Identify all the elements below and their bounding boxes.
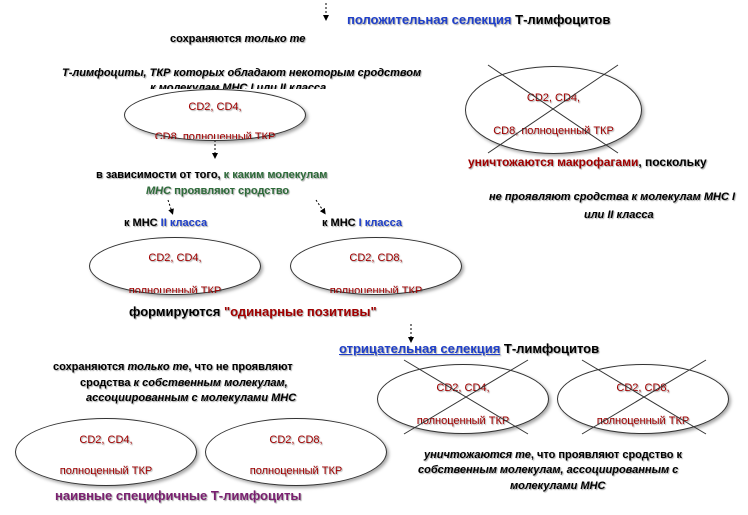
ellipse-top-label: CD2, CD4, [526, 92, 581, 104]
ellipse-top-label: CD2, CD8, [616, 382, 670, 394]
positive-selection-title: положительная селекция Т-лимфоцитов [347, 12, 610, 27]
single-positives-line: формируются "одинарные позитивы" [129, 304, 377, 319]
keep-only-b: только те [244, 33, 306, 45]
ellipse-bottom-label: полноценный ТКР [596, 415, 690, 427]
cell-ellipse-deleted-cd4: CD2, CD4, полноценный ТКР [377, 364, 549, 434]
destroyed-macrophages-red: уничтожаются макрофагами [468, 155, 639, 169]
ellipse-top-label: CD2, CD4, [188, 101, 242, 113]
ellipse-top-label: CD2, CD4, [79, 434, 133, 446]
negative-selection-word: отрицательная селекция [339, 341, 501, 356]
ellipse-top-label: CD2, CD4, [148, 252, 202, 264]
neg-destroy-1a: уничтожаются те [424, 449, 531, 461]
class2-label: к МНС II класса [124, 217, 207, 230]
class2-b: II класса [160, 217, 208, 229]
neg-keep-1a: сохраняются [53, 361, 128, 373]
cell-ellipse-naive-cd4: CD2, CD4, полноценный ТКР [15, 418, 197, 486]
negative-selection-tail: Т-лимфоцитов [500, 341, 600, 356]
depend-b: к каким молекулам [223, 169, 328, 181]
tcr-affinity-line-2: к молекулам МНС I или II класса [150, 82, 327, 89]
depend-line-1: в зависимости от того, к каким молекулам [96, 169, 327, 182]
cell-ellipse-cd8-single: CD2, CD8, полноценный ТКР [290, 237, 462, 295]
depend-line-2: МНС проявляют сродство [146, 185, 289, 198]
ellipse-bottom-label: полноценный ТКР [416, 415, 510, 427]
form-b: "одинарные позитивы" [223, 304, 377, 319]
ellipse-top-label: CD2, CD8, [349, 252, 403, 264]
ellipse-bottom-label: CD8, полноценный ТКР [493, 125, 614, 137]
neg-destroy-1b: , что проявляют сродство к [530, 449, 682, 461]
ellipse-bottom-label: полноценный ТКР [128, 285, 222, 293]
class2-a: к МНС [124, 217, 161, 229]
cell-ellipse-naive-cd8: CD2, CD8, полноценный ТКР [205, 418, 387, 486]
positive-selection-tail: Т-лимфоцитов [511, 12, 611, 27]
cell-ellipse-cd4-single: CD2, CD4, полноценный ТКР [89, 237, 261, 295]
neg-keep-1b: только те [127, 361, 189, 373]
neg-keep-1c: , что не проявляют [188, 361, 293, 373]
negative-selection-title: отрицательная селекция Т-лимфоцитов [339, 341, 599, 356]
neg-keep-line-1: сохраняются только те, что не проявляют [53, 361, 293, 374]
keep-only-a: сохраняются [170, 33, 245, 45]
neg-destroy-line-1: уничтожаются те, что проявляют сродство … [424, 449, 682, 462]
ellipse-bottom-label: полноценный ТКР [329, 285, 423, 293]
neg-destroy-line-3: молекулами МНС [510, 480, 606, 492]
ellipse-bottom-label: полноценный ТКР [249, 465, 343, 477]
naive-t-cells-label: наивные специфичные Т-лимфоциты [55, 488, 302, 503]
cell-ellipse-destroyed-macrophages: CD2, CD4, CD8, полноценный ТКР [465, 66, 642, 154]
neg-keep-line-2: сродства к собственным молекулам, [80, 377, 288, 390]
neg-keep-2b: к собственным молекулам, [133, 377, 288, 389]
no-affinity-line-2: или II класса [584, 209, 654, 221]
neg-keep-line-3: ассоциированным с молекулами МНС [86, 392, 297, 404]
no-affinity-line-1: не проявляют сродства к молекулам МНС I [489, 191, 735, 203]
tcr-affinity-line: Т-лимфоциты, ТКР которых обладают некото… [62, 67, 422, 79]
arrow-to-class1 [315, 199, 326, 215]
cell-ellipse-deleted-cd8: CD2, CD8, полноценный ТКР [557, 364, 729, 434]
class1-a: к МНС [322, 217, 359, 229]
destroyed-macrophages-line: уничтожаются макрофагами, поскольку [468, 155, 707, 169]
cell-ellipse-double-positive: CD2, CD4, CD8, полноценный ТКР [124, 89, 306, 141]
destroyed-macrophages-tail: , поскольку [638, 155, 707, 169]
depend-c: МНС [146, 185, 172, 197]
ellipse-bottom-label: полноценный ТКР [59, 465, 153, 477]
positive-selection-word: положительная селекция [347, 12, 512, 27]
ellipse-top-label: CD2, CD8, [269, 434, 323, 446]
depend-d: проявляют сродство [171, 185, 290, 197]
form-a: формируются [129, 304, 224, 319]
depend-a: в зависимости от того, [96, 169, 224, 181]
ellipse-bottom-label: CD8, полноценный ТКР [154, 131, 276, 139]
class1-label: к МНС I класса [322, 217, 402, 230]
keep-only-line: сохраняются только те [170, 33, 305, 46]
neg-destroy-line-2: собственным молекулам, ассоциированным с [418, 464, 679, 476]
class1-b: I класса [358, 217, 403, 229]
neg-keep-2a: сродства [80, 377, 134, 389]
